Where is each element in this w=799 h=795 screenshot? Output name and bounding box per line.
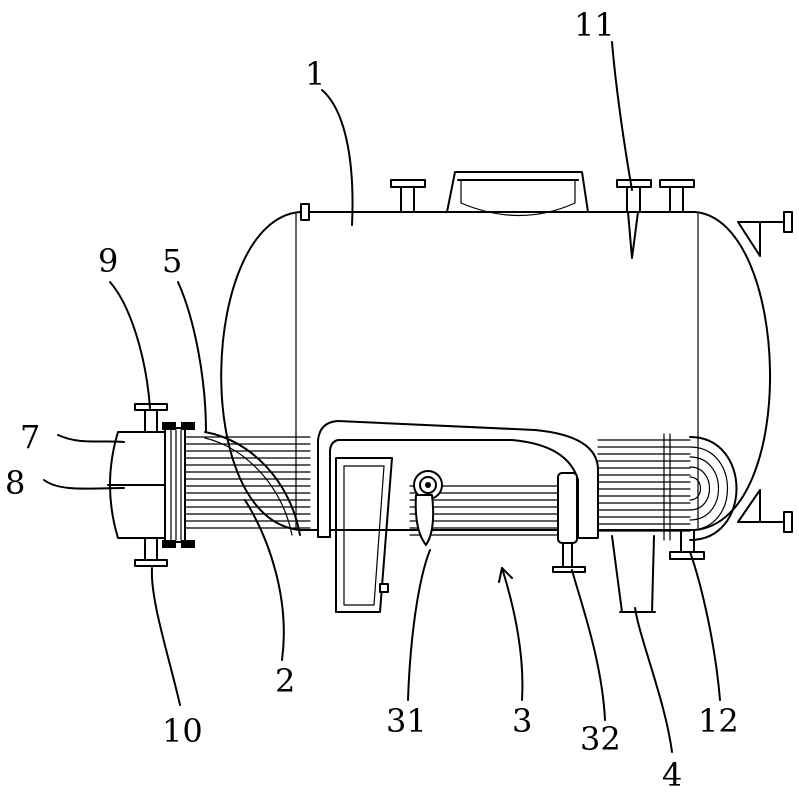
label-3: 3 [512, 702, 532, 740]
label-2: 2 [275, 662, 295, 700]
label-4: 4 [662, 756, 682, 794]
channel-head [108, 432, 165, 538]
top-nozzle-right [660, 180, 694, 212]
label-1: 1 [305, 55, 325, 93]
inner-bracket [336, 458, 392, 612]
leader-lines [44, 42, 720, 752]
right-support-top [738, 212, 792, 256]
label-5: 5 [162, 242, 182, 280]
right-support-bottom [738, 490, 792, 532]
saddle-support-4 [612, 536, 655, 612]
tube-sheet-flange [162, 422, 195, 548]
label-12: 12 [698, 702, 739, 740]
distributor-31 [414, 471, 442, 545]
label-31: 31 [386, 702, 427, 740]
baffle-arc [205, 432, 300, 535]
small-top-stub [301, 204, 309, 220]
tube-bundle [180, 434, 737, 540]
label-9: 9 [98, 242, 118, 280]
label-8: 8 [5, 464, 25, 502]
label-32: 32 [580, 720, 621, 758]
top-nozzle-11 [617, 180, 651, 258]
top-nozzle-left [391, 180, 425, 212]
label-7: 7 [20, 418, 40, 456]
label-11: 11 [574, 6, 615, 44]
label-10: 10 [162, 712, 203, 750]
top-manhole [447, 172, 588, 216]
bottom-nozzle-12 [670, 530, 704, 559]
